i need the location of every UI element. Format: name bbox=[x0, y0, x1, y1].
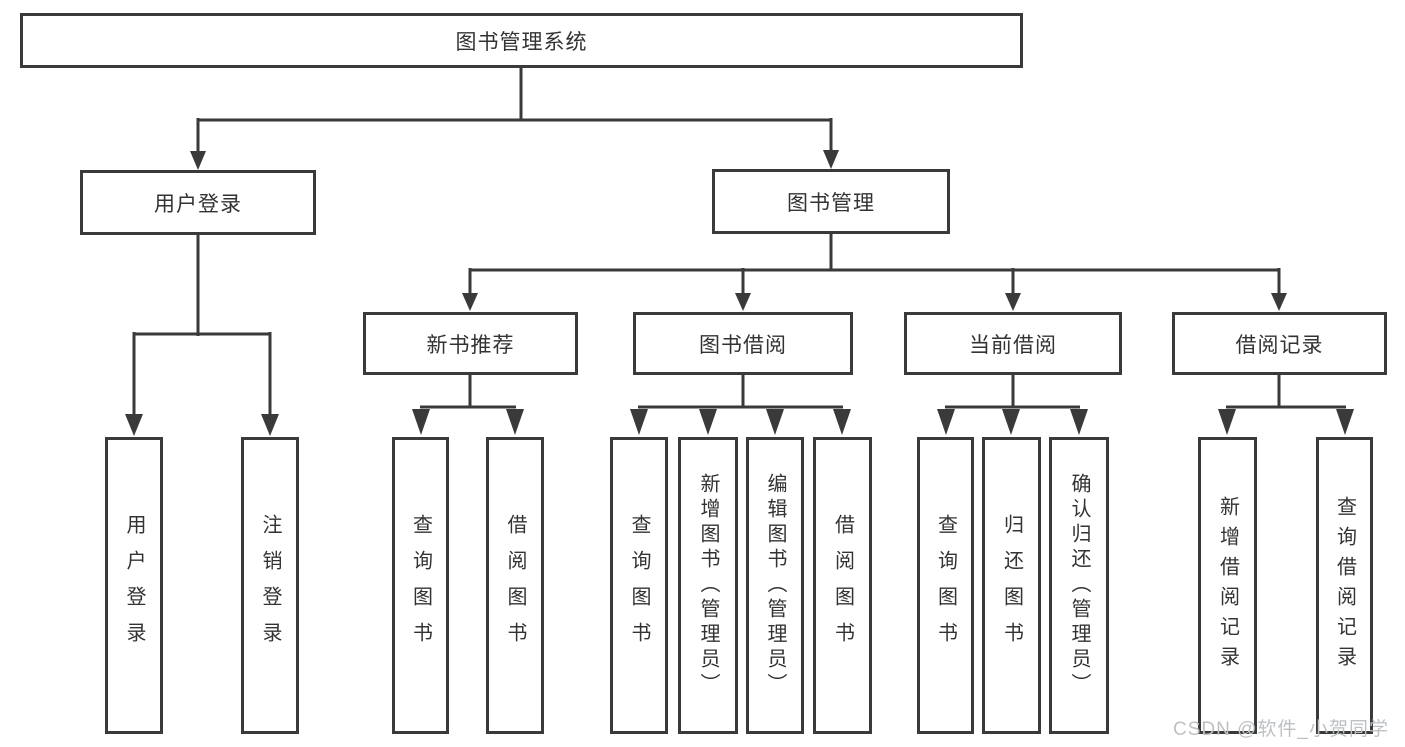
node-label: 查询图书 bbox=[409, 513, 432, 658]
arrowhead-icon bbox=[833, 409, 851, 435]
connector-current-borrow-children bbox=[937, 375, 1088, 435]
connector-book-borrow-children bbox=[630, 375, 851, 435]
node-login: 用户登录 bbox=[105, 437, 163, 734]
node-query-books: 查询图书 bbox=[610, 437, 668, 734]
csdn-watermark: CSDN @软件_小贺同学 bbox=[1173, 719, 1389, 740]
node-confirm-return-admin: 确认归还（管理员） bbox=[1049, 437, 1109, 734]
arrowhead-icon bbox=[1002, 409, 1020, 435]
arrowhead-icon bbox=[1336, 409, 1354, 435]
arrowhead-icon bbox=[190, 151, 206, 170]
node-current-borrow: 当前借阅 bbox=[904, 312, 1122, 375]
node-query-books: 查询图书 bbox=[392, 437, 449, 734]
node-label: 用户登录 bbox=[123, 513, 145, 658]
arrowhead-icon bbox=[1218, 409, 1236, 435]
connector-user-login-children bbox=[125, 235, 279, 436]
node-borrow-books: 借阅图书 bbox=[486, 437, 544, 734]
arrowhead-icon bbox=[125, 414, 143, 436]
node-label: 借阅图书 bbox=[504, 513, 526, 658]
arrowhead-icon bbox=[937, 409, 955, 435]
connector-borrow-record-children bbox=[1218, 375, 1354, 435]
node-label: 查询图书 bbox=[934, 513, 957, 658]
node-return-book: 归还图书 bbox=[982, 437, 1041, 734]
node-logout: 注销登录 bbox=[241, 437, 299, 734]
node-label: 借阅记录 bbox=[1235, 333, 1324, 357]
arrowhead-icon bbox=[506, 409, 524, 435]
node-label: 编辑图书（管理员） bbox=[764, 473, 786, 698]
arrowhead-icon bbox=[630, 409, 648, 435]
arrowhead-icon bbox=[412, 409, 430, 435]
node-label: 图书管理 bbox=[787, 191, 875, 215]
node-borrow-records: 借阅记录 bbox=[1172, 312, 1387, 375]
node-label: 图书管理系统 bbox=[455, 30, 588, 54]
arrowhead-icon bbox=[1005, 293, 1021, 311]
node-add-book-admin: 新增图书（管理员） bbox=[678, 437, 738, 734]
node-label: 当前借阅 bbox=[969, 333, 1057, 357]
node-new-book-recommend: 新书推荐 bbox=[363, 312, 578, 375]
node-user-login-module: 用户登录 bbox=[80, 170, 316, 235]
node-book-management-module: 图书管理 bbox=[712, 169, 950, 234]
node-query-borrow-record: 查询借阅记录 bbox=[1316, 437, 1373, 734]
node-book-borrow: 图书借阅 bbox=[633, 312, 853, 375]
node-borrow-books: 借阅图书 bbox=[813, 437, 872, 734]
node-edit-book-admin: 编辑图书（管理员） bbox=[746, 437, 804, 734]
connector-root-to-level2 bbox=[190, 68, 839, 170]
connector-book-management-to-level3 bbox=[462, 234, 1287, 311]
arrowhead-icon bbox=[1271, 293, 1287, 311]
node-label: 新书推荐 bbox=[426, 333, 515, 357]
node-label: 归还图书 bbox=[1000, 513, 1023, 658]
node-add-borrow-record: 新增借阅记录 bbox=[1198, 437, 1257, 734]
node-label: 新增图书（管理员） bbox=[697, 473, 719, 698]
node-library-management-system: 图书管理系统 bbox=[20, 13, 1023, 68]
node-label: 图书借阅 bbox=[699, 333, 787, 357]
arrowhead-icon bbox=[823, 150, 839, 169]
node-label: 借阅图书 bbox=[831, 513, 854, 658]
arrowhead-icon bbox=[261, 414, 279, 436]
arrowhead-icon bbox=[462, 293, 478, 311]
connector-new-book-children bbox=[412, 375, 524, 435]
node-label: 确认归还（管理员） bbox=[1068, 473, 1090, 698]
node-label: 注销登录 bbox=[259, 513, 281, 658]
node-label: 新增借阅记录 bbox=[1216, 495, 1239, 676]
node-query-books: 查询图书 bbox=[917, 437, 974, 734]
arrowhead-icon bbox=[735, 293, 751, 311]
node-label: 查询图书 bbox=[628, 513, 650, 658]
node-label: 用户登录 bbox=[154, 192, 242, 216]
arrowhead-icon bbox=[699, 409, 717, 435]
arrowhead-icon bbox=[766, 409, 784, 435]
arrowhead-icon bbox=[1070, 409, 1088, 435]
node-label: 查询借阅记录 bbox=[1333, 495, 1356, 676]
